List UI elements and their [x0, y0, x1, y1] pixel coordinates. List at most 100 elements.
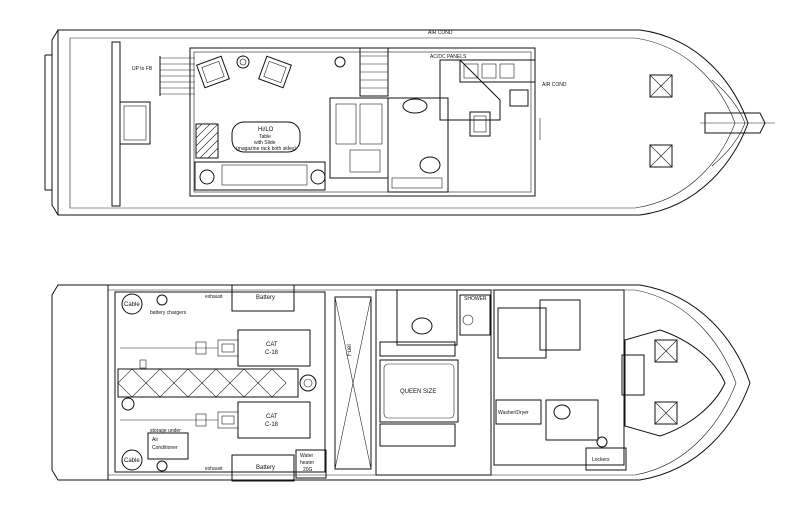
salon-walls-inner [193, 51, 532, 193]
label-cable-bottom: Cable [124, 458, 140, 464]
stabilizer [299, 374, 317, 392]
settee [194, 161, 326, 191]
label-hilo-1: Hi/LO [258, 127, 274, 133]
lazarette-hatch [119, 101, 151, 145]
galley-stove [349, 149, 381, 173]
master-shower [459, 294, 491, 336]
label-cat-bottom: CAT [266, 414, 278, 420]
cable-reel-bottom [121, 449, 143, 471]
label-air-1: Air [152, 437, 158, 443]
guest-sink [596, 436, 608, 448]
guest-head [545, 399, 599, 441]
label-queen-size: QUEEN SIZE [400, 389, 436, 395]
galley-block [329, 97, 389, 179]
bed-hatch [379, 423, 456, 447]
galley-fixture [402, 98, 428, 114]
engine-cat-top [237, 329, 311, 367]
label-cable-top: Cable [124, 302, 140, 308]
label-c18-bottom: C-18 [265, 422, 279, 428]
storage-under [379, 341, 456, 357]
lower-hull-outline [51, 284, 751, 481]
lamp-table-right [310, 169, 326, 185]
lower-deck: Cable Cable Battery Battery CAT C-18 CAT… [51, 284, 751, 482]
queen-bed-mattress [383, 363, 455, 419]
label-hilo-4: (magazine rack both sides) [236, 146, 296, 152]
transom-bulkhead [111, 41, 121, 207]
hi-lo-table [231, 121, 301, 153]
master-toilet [411, 317, 433, 335]
label-storage-under: storage under [150, 428, 181, 434]
engine-room [114, 291, 326, 473]
label-water-heater-2: heater [300, 460, 315, 466]
ottoman [195, 123, 219, 159]
upper-hull-inner [69, 37, 736, 209]
label-lockers: Lockers [592, 457, 610, 463]
label-acdc-panels: AC/DC PANELS [430, 54, 467, 60]
salon-chair-left [196, 55, 230, 89]
upper-swim-platform [44, 30, 59, 215]
label-shower: SHOWER [464, 296, 487, 302]
lockers [585, 447, 627, 471]
walkway-hatch [117, 368, 287, 398]
lower-hull-inner [107, 289, 737, 476]
side-table [236, 55, 250, 69]
master-stateroom [375, 289, 492, 476]
refrigerator [335, 103, 357, 145]
label-battery-chargers: battery chargers [150, 310, 187, 316]
helm-instrument [509, 89, 529, 107]
engine-room-walkway [117, 368, 299, 398]
lazarette-hatch-inner [123, 105, 147, 141]
dinette-settee [439, 59, 501, 121]
label-exhaust-top: exhaust [205, 294, 223, 300]
label-air-cond-main: AIR COND [428, 30, 453, 36]
label-water-heater-3: 20G [303, 467, 313, 473]
salon-fixture [334, 56, 346, 68]
guest-bunk [497, 307, 547, 359]
engine-bottom-gear [120, 411, 239, 429]
guest-cabinet [539, 299, 581, 351]
label-up-to-fb: UP to FB [132, 66, 153, 72]
dishwasher [391, 177, 443, 189]
vberth-cabin [624, 329, 726, 437]
label-hilo-3: with Slide [254, 140, 276, 146]
water-heater [295, 449, 327, 479]
label-battery-top: Battery [256, 295, 275, 301]
fuel-tank [334, 296, 372, 470]
salon-chair-right [258, 55, 292, 89]
label-fuel: Fuel [347, 344, 353, 356]
fitting-bottom [156, 460, 168, 472]
battery-top [231, 284, 295, 312]
label-c18-top: C-18 [265, 350, 279, 356]
foredeck-hatch-stbd [649, 144, 673, 168]
anchor-pulpit [704, 112, 766, 134]
fwd-hatch-port [654, 339, 678, 363]
settee-cushion [221, 164, 308, 186]
galley-counter [387, 97, 449, 193]
label-washer-dryer: Washer/Dryer [498, 410, 529, 416]
label-cat-top: CAT [266, 342, 278, 348]
guest-stateroom [493, 289, 625, 466]
engine-cat-bottom [237, 401, 311, 439]
stairs-to-flybridge [159, 56, 195, 96]
foredeck-hatch-port [649, 74, 673, 98]
ottoman-hatch [195, 123, 219, 159]
bow-rail [711, 79, 746, 167]
washer-dryer [495, 399, 542, 425]
cable-reel-top [121, 293, 143, 315]
helm-seat [469, 111, 491, 137]
galley-sink [419, 156, 441, 174]
galley-cabinet [359, 103, 383, 145]
upper-hull-outline [51, 29, 749, 216]
master-head [396, 289, 458, 346]
engine-top-gear [120, 339, 239, 357]
fitting-top [156, 294, 168, 306]
fwd-hatch-stbd [654, 401, 678, 425]
stairs-down [359, 47, 389, 97]
label-water-heater-1: Water [300, 453, 313, 459]
sea-strainer [121, 397, 135, 411]
helm-console [459, 59, 536, 83]
air-conditioner-unit [147, 432, 189, 460]
queen-bed [379, 359, 459, 423]
upper-deck: UP to FB AIR COND AC/DC PANELS Hi/LO Tab… [44, 29, 775, 216]
